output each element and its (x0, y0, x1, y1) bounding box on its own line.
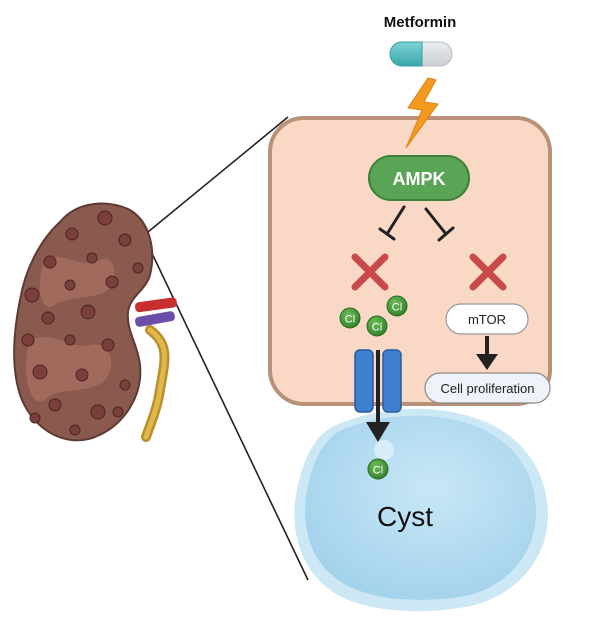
ampk-node: AMPK (368, 155, 470, 201)
cyst-label: Cyst (377, 501, 433, 532)
svg-text:Cl: Cl (345, 314, 355, 326)
ion-entry-glow (374, 440, 394, 460)
svg-text:Cl: Cl (372, 322, 382, 334)
lightning-icon (405, 77, 439, 149)
chloride-ion: Cl (386, 295, 408, 317)
pill-icon (389, 41, 453, 67)
mtor-to-proliferation-arrow (476, 336, 498, 370)
svg-text:Cl: Cl (392, 302, 402, 314)
cyst: Cyst (294, 408, 548, 612)
svg-text:Cl: Cl (373, 465, 383, 477)
cell-proliferation-node: Cell proliferation (424, 372, 551, 404)
chloride-ion: Cl (366, 315, 388, 337)
metformin-label: Metformin (384, 14, 457, 31)
polycystic-kidney-illustration (13, 202, 177, 442)
inhibition-arrow-right (424, 207, 455, 242)
chloride-ion-in-cyst: Cl (367, 458, 389, 480)
inhibited-x-right-icon (469, 253, 507, 291)
mtor-label: mTOR (468, 312, 506, 327)
inhibition-arrow-left (378, 205, 406, 241)
inhibited-x-left-icon (351, 253, 389, 291)
ion-flow-arrow (366, 350, 390, 442)
zoom-line-top (147, 116, 289, 233)
cell-proliferation-label: Cell proliferation (441, 381, 535, 396)
chloride-ion: Cl (339, 307, 361, 329)
mtor-node: mTOR (445, 303, 529, 335)
chloride-channel (354, 349, 402, 413)
ampk-label: AMPK (393, 169, 446, 189)
